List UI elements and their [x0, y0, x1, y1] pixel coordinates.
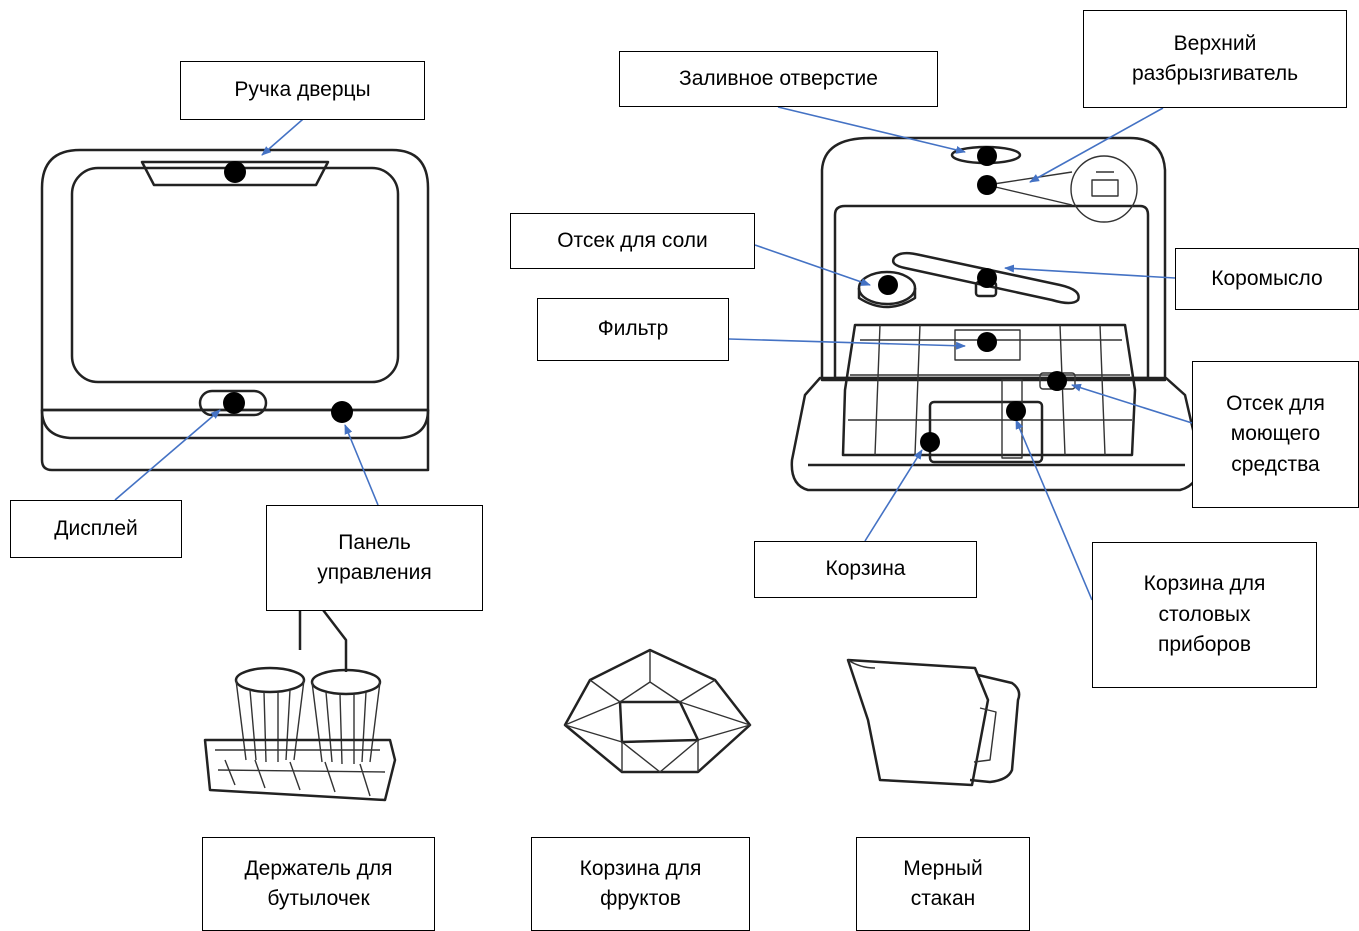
leader-door-handle [261, 112, 311, 156]
label-door-handle-text: Ручка дверцы [234, 78, 371, 102]
label-display: Дисплей [10, 500, 182, 558]
marker-door-handle [224, 161, 246, 183]
label-cutlery-basket-text: Корзина для столовых приборов [1143, 572, 1266, 657]
label-filter-text: Фильтр [597, 317, 669, 341]
label-upper-sprayer: Верхний разбрызгиватель [1083, 10, 1347, 108]
label-measuring-cup: Мерный стакан [856, 837, 1030, 931]
label-detergent-compartment-text: Отсек для моющего средства [1226, 391, 1325, 476]
dishwasher-front-view [40, 148, 430, 472]
leader-spray-arm [1004, 264, 1176, 279]
marker-cutlery [1006, 401, 1026, 421]
marker-control-panel [331, 401, 353, 423]
label-filter: Фильтр [537, 298, 729, 361]
label-fill-opening-text: Заливное отверстие [679, 66, 878, 90]
marker-basket [920, 432, 940, 452]
marker-upper-sprayer [977, 175, 997, 195]
label-bottle-holder: Держатель для бутылочек [202, 837, 435, 931]
measuring-cup-illustration [846, 658, 1021, 787]
bottle-holder-illustration [203, 602, 397, 802]
label-spray-arm-text: Коромысло [1211, 266, 1323, 290]
marker-detergent [1047, 371, 1067, 391]
label-control-panel-text: Панель управления [317, 530, 432, 584]
leader-control-panel [344, 424, 379, 506]
fruit-basket-illustration [563, 648, 752, 774]
leader-detergent [1071, 383, 1193, 424]
label-salt-compartment: Отсек для соли [510, 213, 755, 269]
label-upper-sprayer-text: Верхний разбрызгиватель [1131, 31, 1299, 85]
marker-spray-arm [977, 268, 997, 288]
label-basket-text: Корзина [825, 557, 906, 581]
marker-fill-opening [977, 146, 997, 166]
label-bottle-holder-text: Держатель для бутылочек [244, 856, 393, 910]
leader-salt-compartment [754, 244, 871, 286]
label-fruit-basket: Корзина для фруктов [531, 837, 750, 931]
leader-basket [864, 449, 923, 542]
label-door-handle: Ручка дверцы [180, 61, 425, 120]
label-spray-arm: Коромысло [1175, 248, 1359, 310]
label-fill-opening: Заливное отверстие [619, 51, 938, 107]
dishwasher-interior-view [790, 136, 1202, 492]
leader-fill-opening [777, 106, 966, 154]
marker-display [223, 392, 245, 414]
label-salt-compartment-text: Отсек для соли [557, 228, 708, 252]
label-measuring-cup-text: Мерный стакан [903, 856, 983, 910]
marker-salt [878, 275, 898, 295]
leader-cutlery-basket [1015, 419, 1093, 601]
label-detergent-compartment: Отсек для моющего средства [1192, 361, 1359, 508]
leader-filter [728, 338, 966, 350]
label-display-text: Дисплей [54, 516, 138, 540]
label-fruit-basket-text: Корзина для фруктов [579, 856, 702, 910]
label-basket: Корзина [754, 541, 977, 598]
label-control-panel: Панель управления [266, 505, 483, 611]
marker-dots [223, 146, 1067, 452]
leader-lines [114, 106, 1193, 601]
label-cutlery-basket: Корзина для столовых приборов [1092, 542, 1317, 688]
leader-upper-sprayer [1029, 107, 1164, 183]
leader-display [114, 409, 221, 501]
marker-filter [977, 332, 997, 352]
